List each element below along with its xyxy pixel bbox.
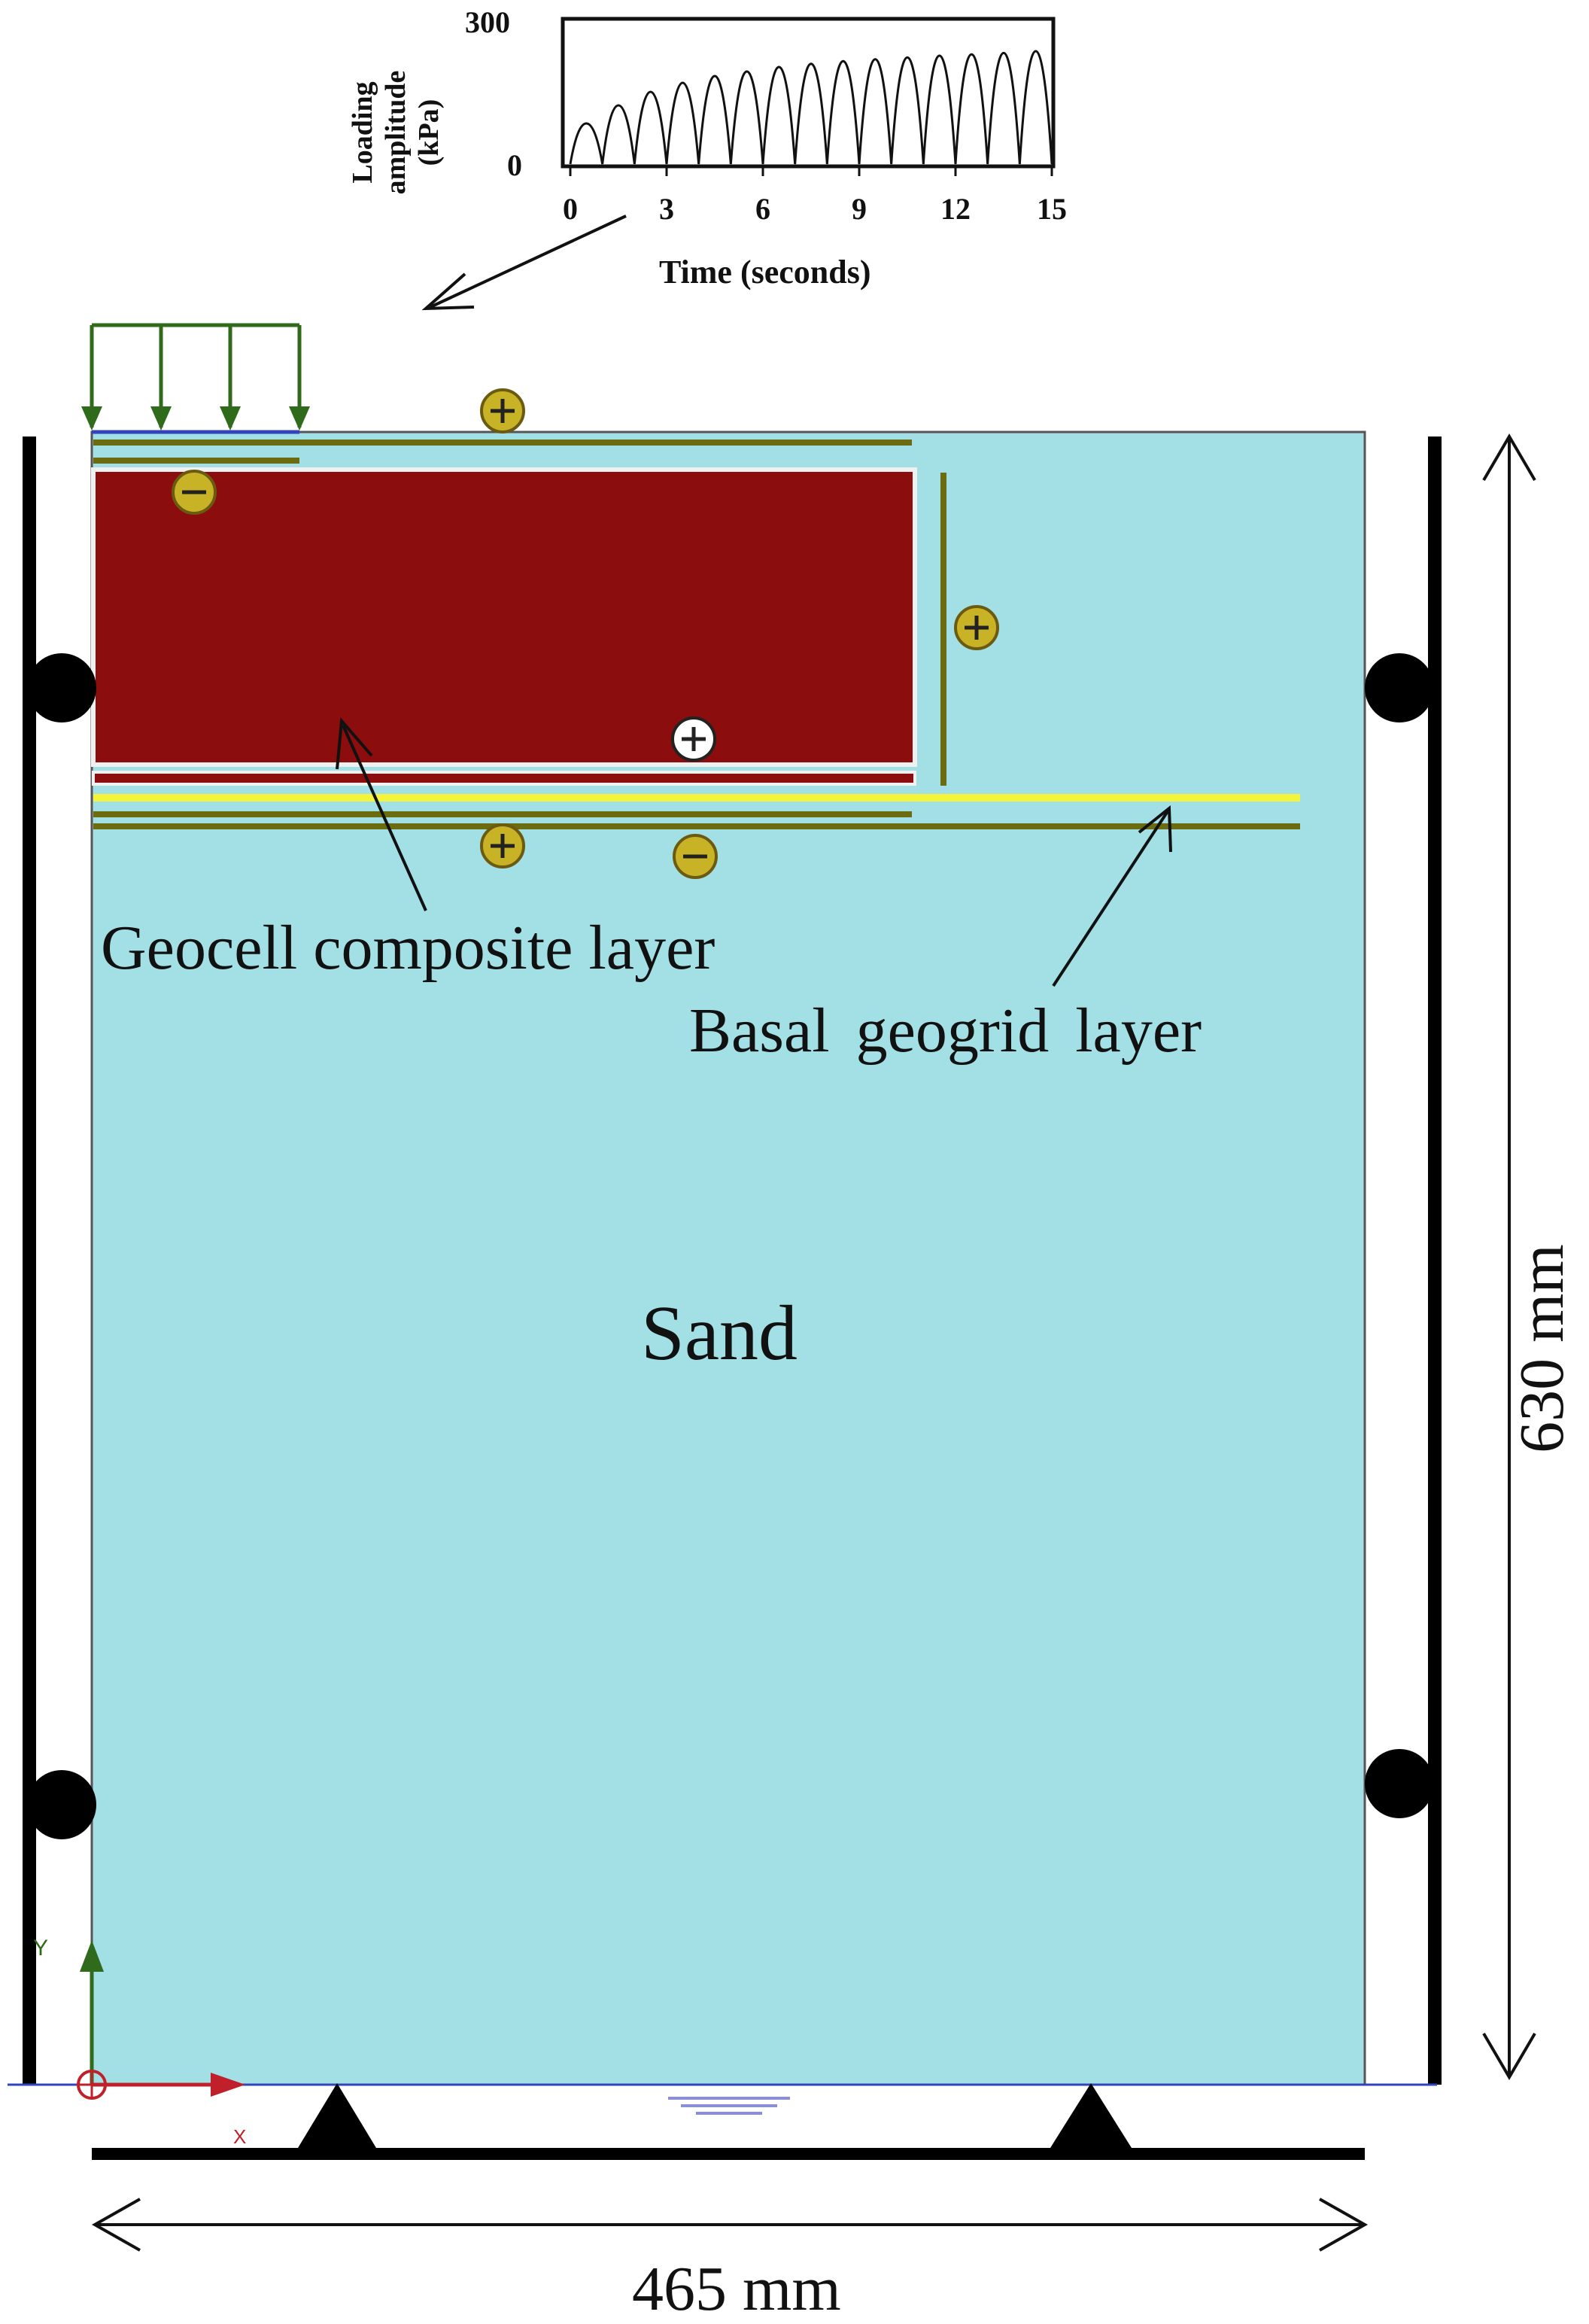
inset-chart xyxy=(561,17,1056,176)
inset-y-label-line1: Loading xyxy=(347,81,378,184)
roller-supports xyxy=(27,653,1434,1839)
height-dimension-label: 630 mm xyxy=(1507,1244,1577,1453)
geogrid-layer-label: Basal geogrid layer xyxy=(689,996,1202,1066)
inset-x-tick-label: 15 xyxy=(1037,192,1067,226)
roller-support-left-bottom xyxy=(27,1770,96,1839)
inset-y-label-line2: amplitude xyxy=(380,70,412,195)
inset-y-tick-min: 0 xyxy=(507,148,522,182)
water-table-symbol xyxy=(668,2097,790,2115)
bottom-base xyxy=(92,2148,1365,2160)
pin-support-left xyxy=(298,2083,376,2148)
inset-x-tick-label: 9 xyxy=(852,192,867,226)
roller-support-right-bottom xyxy=(1365,1749,1434,1818)
interface-plus-center-marker xyxy=(671,716,716,762)
width-dimension-arrow xyxy=(91,2198,1369,2252)
geocell-layer-label: Geocell composite layer xyxy=(101,913,716,983)
inset-chart-load-curve xyxy=(569,50,1053,165)
roller-support-right-top xyxy=(1365,653,1434,722)
inset-y-label-line3: (kPa) xyxy=(413,99,445,166)
interface-elements xyxy=(93,440,1300,829)
axis-x-label: X xyxy=(233,2125,247,2148)
width-dimension-label: 465 mm xyxy=(632,2254,841,2324)
interface-plus-top-marker xyxy=(480,388,525,433)
right-wall xyxy=(1428,437,1442,2085)
inset-chart-x-ticks xyxy=(569,166,1053,176)
geocell-leader-arrow xyxy=(336,717,427,911)
roller-support-left-top xyxy=(27,653,96,722)
inset-y-tick-max: 300 xyxy=(465,5,510,39)
axis-y-label: Y xyxy=(33,1936,49,1960)
interface-sign-markers xyxy=(172,388,999,879)
inset-x-label: Time (seconds) xyxy=(659,254,871,290)
interface-minus-bottom-marker xyxy=(673,834,718,879)
inset-x-tick-label: 3 xyxy=(659,192,674,226)
height-dimension-label-wrap: 630 mm xyxy=(1497,1189,1589,1505)
inset-y-label: Loading amplitude (kPa) xyxy=(336,23,456,195)
geocell-bottom-strip xyxy=(92,771,916,786)
inset-chart-frame xyxy=(561,17,1056,169)
sand-label: Sand xyxy=(641,1290,798,1376)
interface-minus-left-marker xyxy=(172,470,217,515)
interface-plus-right-marker xyxy=(954,605,999,650)
cyclic-load xyxy=(81,323,310,434)
coordinate-axes xyxy=(77,1940,245,2100)
geogrid-leader-arrow xyxy=(1052,805,1172,987)
pin-support-right xyxy=(1050,2083,1132,2148)
interface-plus-bottom-marker xyxy=(480,823,525,868)
inset-x-tick-label: 0 xyxy=(563,192,578,226)
inset-x-tick-label: 6 xyxy=(755,192,770,226)
height-dimension-arrow xyxy=(1482,433,1536,2080)
left-wall xyxy=(23,437,36,2085)
inset-x-tick-label: 12 xyxy=(940,192,971,226)
inset-pointer-arrow xyxy=(421,214,627,311)
geocell-composite-layer xyxy=(91,467,917,767)
